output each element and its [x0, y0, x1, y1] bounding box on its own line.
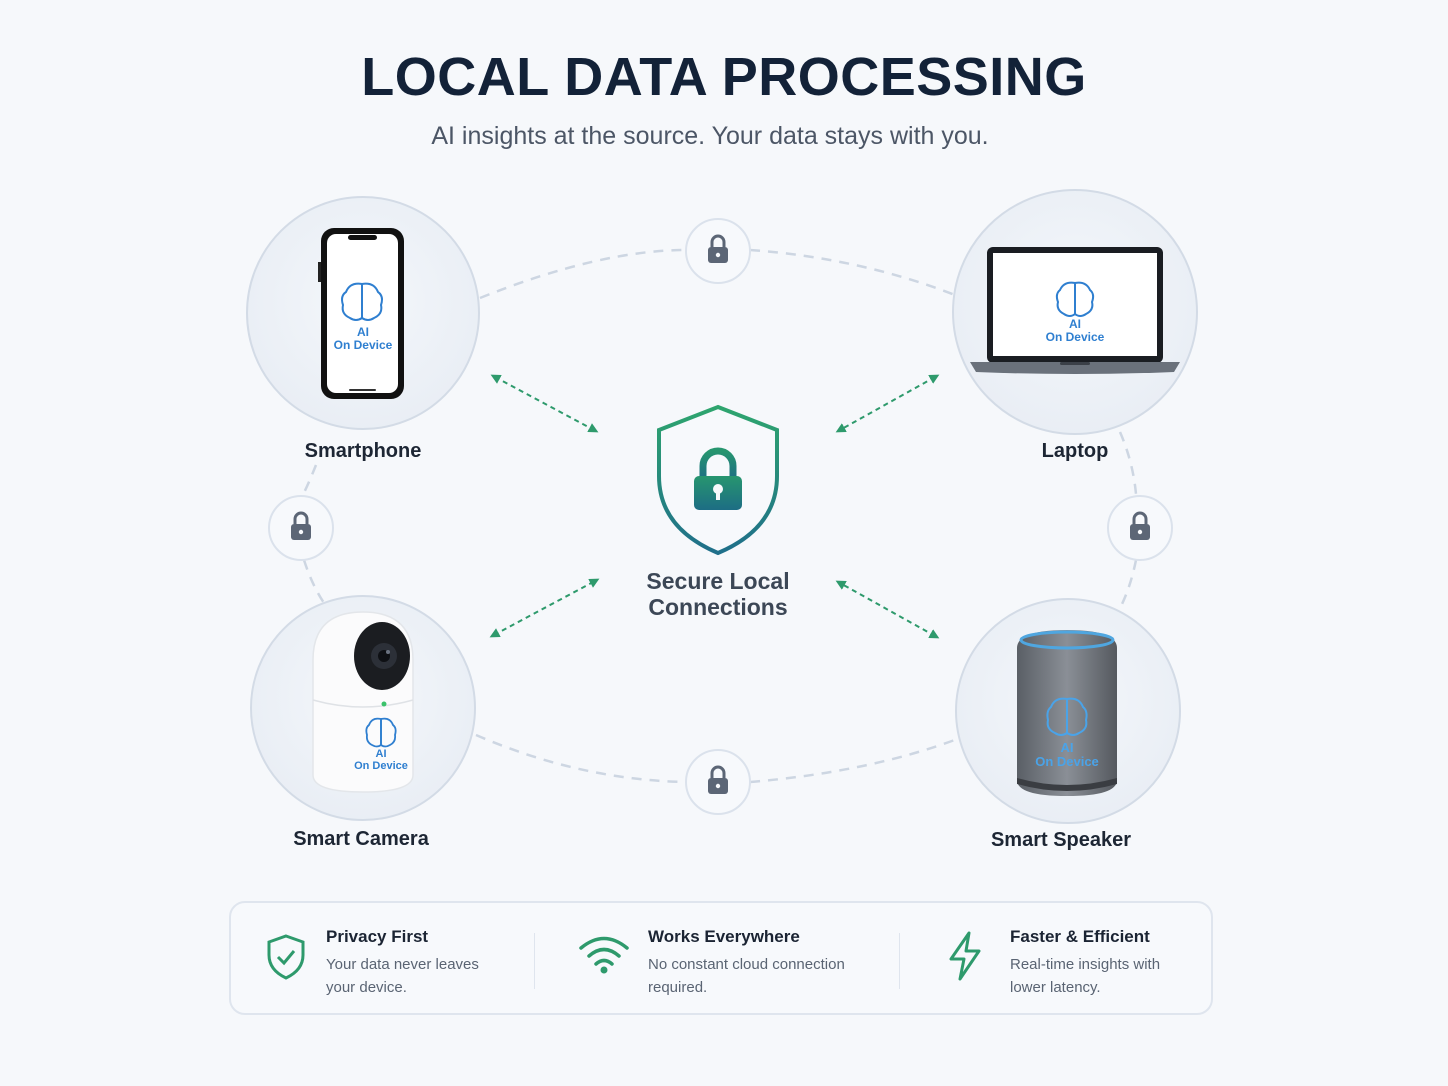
- ai-brain-icon: [1046, 697, 1088, 736]
- feature-title: Works Everywhere: [648, 927, 800, 946]
- ring-segment-bottom-left: [475, 733, 687, 784]
- ai-tag-line2: On Device: [1045, 330, 1105, 344]
- camera-ai-tag: AI On Device: [336, 748, 426, 772]
- laptop-icon: [970, 247, 1180, 374]
- ai-brain-icon: [341, 282, 383, 321]
- camera-icon: [312, 611, 414, 793]
- arrow-speaker: [835, 580, 940, 639]
- speaker-ai-tag: AI On Device: [1022, 741, 1112, 769]
- lock-icon: [268, 495, 334, 561]
- ai-tag-line2: On Device: [333, 338, 393, 352]
- feature-divider: [534, 933, 535, 989]
- ai-brain-icon: [1055, 281, 1095, 317]
- ring-segment-right-top: [1118, 431, 1138, 495]
- center-label-line1: Secure Local: [646, 568, 790, 594]
- ai-tag-line2: On Device: [354, 760, 408, 772]
- feature-desc: Real-time insights with lower latency.: [1010, 956, 1161, 996]
- feature-title: Faster & Efficient: [1010, 927, 1150, 946]
- ai-brain-icon: [365, 717, 397, 748]
- ring-segment-left-bottom: [302, 559, 326, 604]
- center-label-line2: Connections: [648, 594, 788, 620]
- camera-label: Smart Camera: [293, 828, 429, 850]
- lightning-icon: [949, 931, 981, 981]
- ai-tag-line1: AI: [357, 325, 369, 339]
- page-title: LOCAL DATA PROCESSING: [361, 47, 1087, 107]
- ring-segment-right-bottom: [1116, 559, 1138, 613]
- page-subtitle: AI insights at the source. Your data sta…: [431, 122, 989, 150]
- lock-icon: [1107, 495, 1173, 561]
- lock-icon: [685, 218, 751, 284]
- ai-tag-line1: AI: [1069, 317, 1081, 331]
- shield-check-icon: [267, 934, 305, 980]
- smartphone-label: Smartphone: [304, 440, 422, 462]
- features-bar: Privacy First Your data never leaves you…: [229, 901, 1213, 1015]
- arrow-laptop: [835, 374, 940, 433]
- feature-faster: Faster & Efficient Real-time insights wi…: [941, 903, 1201, 1013]
- ring-segment-left-top: [300, 464, 318, 497]
- ring-segment-top-left: [479, 248, 687, 300]
- laptop-label: Laptop: [1041, 440, 1109, 462]
- ring-segment-top-right: [749, 248, 956, 297]
- lock-icon: [685, 749, 751, 815]
- feature-desc: Your data never leaves your device.: [326, 956, 479, 996]
- connection-ring: [300, 248, 1138, 784]
- feature-title: Privacy First: [326, 927, 429, 946]
- feature-works-everywhere: Works Everywhere No constant cloud conne…: [576, 903, 896, 1013]
- wifi-icon: [579, 936, 629, 974]
- diagram-canvas: [246, 189, 1198, 824]
- feature-desc: No constant cloud connection required.: [648, 956, 845, 996]
- arrow-smartphone: [490, 374, 599, 433]
- arrow-camera: [489, 578, 600, 638]
- feature-divider: [899, 933, 900, 989]
- ai-tag-line1: AI: [375, 748, 387, 760]
- data-flow-arrows: [489, 374, 940, 639]
- ring-segment-bottom-right: [749, 736, 961, 784]
- smartphone-ai-tag: AI On Device: [318, 326, 408, 352]
- shield-lock-icon: [657, 404, 779, 556]
- ai-tag-line1: AI: [1060, 740, 1074, 755]
- feature-privacy: Privacy First Your data never leaves you…: [261, 903, 551, 1013]
- laptop-ai-tag: AI On Device: [1030, 318, 1120, 344]
- speaker-label: Smart Speaker: [990, 829, 1132, 851]
- lock-badges: [268, 218, 1173, 815]
- center-label: Secure Local Connections: [598, 568, 838, 620]
- ai-tag-line2: On Device: [1035, 754, 1099, 769]
